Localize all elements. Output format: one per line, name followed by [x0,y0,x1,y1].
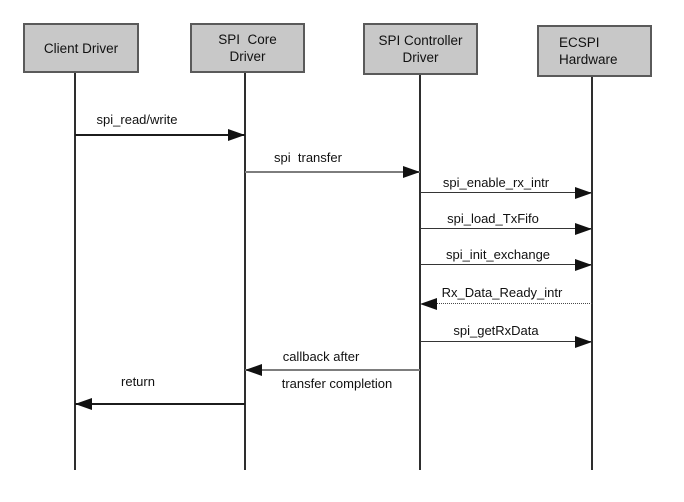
arrowhead-right-icon [575,259,592,271]
arrowhead-left-icon [420,298,437,310]
arrowhead-left-icon [75,398,92,410]
actor-box-spi-core-driver: SPI Core Driver [190,23,305,73]
message-line-spi-enable-rx-intr [420,192,592,193]
arrowhead-right-icon [575,187,592,199]
actor-label-client-driver: Client Driver [43,40,119,56]
actor-box-spi-controller-driver: SPI Controller Driver [363,23,478,75]
message-label-transfer-completion: transfer completion [281,376,393,391]
arrowhead-left-icon [245,364,262,376]
message-label-spi-read-write: spi_read/write [96,112,178,127]
lifeline-client-driver [74,73,76,470]
message-line-spi-load-txfifo [420,228,592,229]
message-line-callback [245,369,420,371]
message-label-spi-init-exchange: spi_init_exchange [445,247,551,262]
message-label-spi-transfer: spi transfer [274,150,342,165]
message-line-spi-transfer [245,171,420,173]
lifeline-ecspi-hardware [591,77,593,470]
arrowhead-right-icon [228,129,245,141]
lifeline-spi-core-driver [244,73,246,470]
arrowhead-right-icon [403,166,420,178]
actor-label-spi-controller-driver: SPI Controller Driver [378,33,463,65]
actor-label-ecspi-hardware: ECSPI Hardware [559,35,618,67]
message-line-return [75,403,245,405]
message-label-spi-getrxdata: spi_getRxData [453,323,539,338]
actor-label-spi-core-driver: SPI Core Driver [218,32,277,64]
lifeline-spi-controller-driver [419,75,421,470]
arrowhead-right-icon [575,223,592,235]
message-line-rx-data-ready-intr [423,303,592,304]
message-label-rx-data-ready-intr: Rx_Data_Ready_intr [441,285,563,300]
message-label-return: return [121,374,155,389]
message-line-spi-read-write [75,134,245,136]
message-label-spi-load-txfifo: spi_load_TxFifo [447,211,539,226]
message-line-spi-init-exchange [420,264,592,265]
actor-box-client-driver: Client Driver [23,23,139,73]
arrowhead-right-icon [575,336,592,348]
message-label-callback-after: callback after [282,349,360,364]
message-label-spi-enable-rx-intr: spi_enable_rx_intr [442,175,550,190]
message-line-spi-getrxdata [420,341,592,342]
actor-box-ecspi-hardware: ECSPI Hardware [537,25,652,77]
